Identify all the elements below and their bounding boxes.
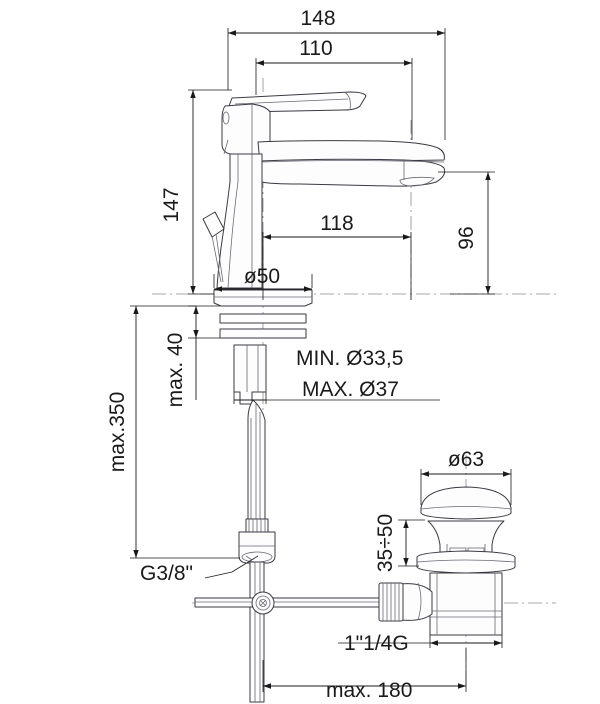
dim-label-96: 96 (455, 226, 478, 249)
dim-label-147: 147 (160, 187, 183, 222)
dimension-labels: 148 110 147 118 96 ø50 MIN. Ø33,5 MAX. Ø… (106, 7, 484, 702)
dim-label-max180: max. 180 (326, 679, 412, 702)
drain-flange (416, 550, 516, 574)
knurled-ring (378, 582, 404, 622)
dim-label-d63: ø63 (448, 448, 484, 471)
drain-assembly-drawing (378, 486, 516, 636)
dim-label-max40: max. 40 (164, 333, 187, 408)
g38-hex-nut (238, 531, 276, 564)
dim-label-max-hole: MAX. Ø37 (302, 378, 399, 401)
side-inlet-boss (399, 582, 433, 621)
flex-hose (247, 399, 266, 523)
drain-cap (420, 486, 512, 520)
dim-label-g38: G3/8" (140, 562, 193, 585)
dimension-lines (130, 28, 512, 692)
washer-stack (219, 313, 307, 339)
lift-rod (202, 211, 225, 283)
spout (257, 140, 446, 187)
dim-label-148: 148 (300, 7, 335, 30)
dim-label-min-hole: MIN. Ø33,5 (296, 347, 403, 370)
dim-label-114g: 1"1/4G (344, 632, 409, 655)
hose-ferrule (245, 518, 269, 533)
dim-label-3550: 35÷50 (374, 514, 397, 572)
faucet-body-drawing (194, 91, 496, 703)
mounting-nut (233, 344, 267, 405)
dim-label-110: 110 (299, 37, 332, 60)
dim-label-d50: ø50 (244, 265, 280, 288)
dim-label-118: 118 (320, 212, 353, 235)
drain-body (429, 572, 503, 636)
tail-pipe (249, 561, 265, 703)
dim-label-max350: max.350 (106, 392, 129, 473)
